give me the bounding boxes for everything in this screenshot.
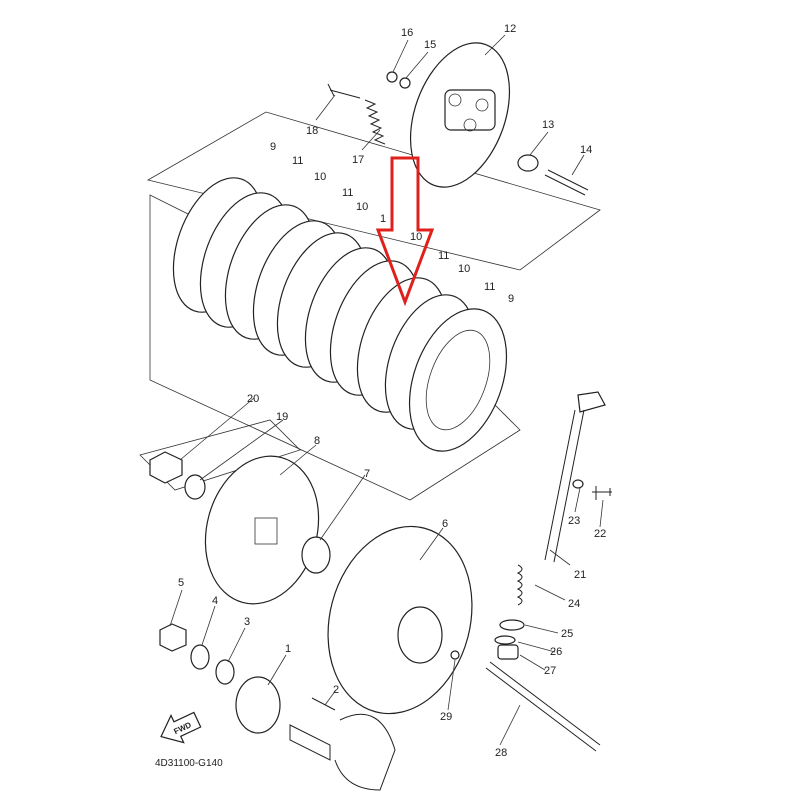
part-label-18: 18 xyxy=(306,125,318,137)
washer-26 xyxy=(494,635,516,645)
part-label-25: 25 xyxy=(561,628,573,640)
drawing-code: 4D31100-G140 xyxy=(155,758,223,769)
part-label-21: 21 xyxy=(574,569,586,581)
primary-driven-gear-6 xyxy=(327,525,473,715)
nut-20 xyxy=(149,451,183,484)
red-indicator-arrow xyxy=(375,156,435,307)
plate-group-outline xyxy=(146,111,601,271)
push-rod xyxy=(544,169,589,196)
clutch-plate xyxy=(408,308,508,452)
boss-hole xyxy=(475,98,489,112)
part-label-1-partial: 1 xyxy=(380,213,386,225)
part-label-24: 24 xyxy=(568,598,580,610)
part-labels: 1 2 3 4 5 6 7 8 9 10 11 11 10 1 10 11 10… xyxy=(178,23,606,759)
part-label-5: 5 xyxy=(178,577,184,589)
case-fragment xyxy=(334,713,396,791)
part-label-14: 14 xyxy=(580,144,592,156)
part-label-4: 4 xyxy=(212,595,218,607)
part-label-7: 7 xyxy=(364,468,370,480)
push-lever-assembly xyxy=(450,391,612,752)
bolt xyxy=(327,83,361,99)
part-label-11-b: 11 xyxy=(342,187,353,199)
part-label-10-d: 10 xyxy=(458,263,470,275)
pressure-plate-boss xyxy=(444,89,496,131)
push-lever-21 xyxy=(577,391,606,413)
part-label-26: 26 xyxy=(550,646,562,658)
part-label-19: 19 xyxy=(276,411,288,423)
plate-inner-ring xyxy=(425,329,491,431)
washer-23 xyxy=(572,479,584,489)
leader-lines xyxy=(169,34,604,746)
part-label-20: 20 xyxy=(247,393,259,405)
part-label-15: 15 xyxy=(424,39,436,51)
washer xyxy=(399,77,411,89)
boss-spline xyxy=(254,517,278,545)
washer-3 xyxy=(215,659,235,685)
part-label-10-c: 10 xyxy=(410,231,422,243)
clutch-spring xyxy=(364,99,386,145)
spring-24 xyxy=(516,564,523,606)
part-label-9-left: 9 xyxy=(270,141,276,153)
thrust-washer-7 xyxy=(301,536,331,574)
part-label-12: 12 xyxy=(504,23,516,35)
boss-hole xyxy=(463,118,477,132)
fwd-arrow: FWD xyxy=(160,711,202,744)
part-label-1: 1 xyxy=(285,643,291,655)
pressure-plate-assembly xyxy=(327,42,589,196)
part-label-10-b: 10 xyxy=(356,201,368,213)
push-rod-28 xyxy=(485,661,601,752)
part-label-11-d: 11 xyxy=(484,281,495,293)
clutch-boss-8 xyxy=(204,455,320,605)
part-label-28: 28 xyxy=(495,747,507,759)
bushing-27 xyxy=(497,644,519,660)
boss-hole xyxy=(448,93,462,107)
part-label-9-right: 9 xyxy=(508,293,514,305)
part-label-29: 29 xyxy=(440,711,452,723)
part-label-11-a: 11 xyxy=(292,155,303,167)
bolt-22 xyxy=(592,486,612,500)
lower-assembly xyxy=(139,419,473,791)
pin-2 xyxy=(311,697,336,711)
nut xyxy=(386,71,398,83)
part-label-2: 2 xyxy=(333,684,339,696)
clutch-plate-stack xyxy=(172,177,508,452)
gear-hub xyxy=(397,606,443,664)
washer-19 xyxy=(184,474,206,500)
fwd-arrow-icon xyxy=(160,711,202,744)
part-label-10-a: 10 xyxy=(314,171,326,183)
lever-shaft xyxy=(544,409,585,563)
gear-1 xyxy=(235,676,281,734)
part-label-17: 17 xyxy=(352,154,364,166)
part-label-16: 16 xyxy=(401,27,413,39)
push-rod-head xyxy=(517,154,539,172)
oil-seal-25 xyxy=(499,619,525,631)
part-label-8: 8 xyxy=(314,435,320,447)
nut-5 xyxy=(159,623,187,652)
part-label-13: 13 xyxy=(542,119,554,131)
part-label-23: 23 xyxy=(568,515,580,527)
part-label-6: 6 xyxy=(442,518,448,530)
part-label-3: 3 xyxy=(244,616,250,628)
part-label-27: 27 xyxy=(544,665,556,677)
part-label-22: 22 xyxy=(594,528,606,540)
washer-4 xyxy=(190,644,210,670)
shaft xyxy=(289,724,331,761)
part-label-11-c: 11 xyxy=(438,250,449,262)
ball-29 xyxy=(450,650,460,660)
